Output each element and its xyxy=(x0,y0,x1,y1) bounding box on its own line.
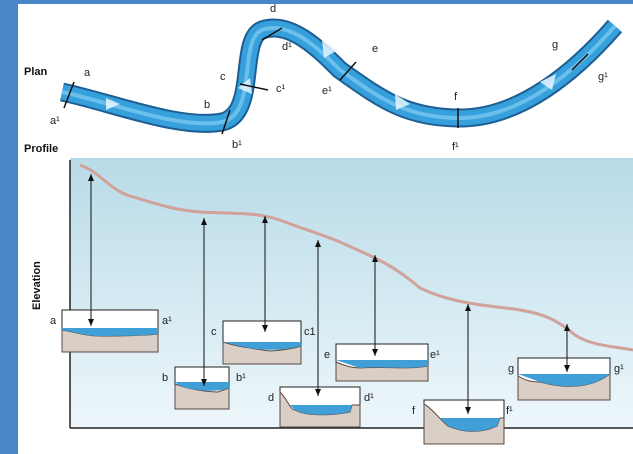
section-label-d: d xyxy=(268,392,274,404)
cross-section-f: f f¹ xyxy=(412,304,513,445)
channel-bed xyxy=(222,341,302,365)
arrow-head-down-icon xyxy=(465,407,471,414)
plan-label-d: d xyxy=(270,3,276,15)
arrow-head-up-icon xyxy=(315,240,321,247)
section-label-g-prime: g¹ xyxy=(614,363,624,375)
arrow-head-up-icon xyxy=(201,218,207,225)
section-label-c-prime: c1 xyxy=(304,326,316,338)
plan-section-tick-g xyxy=(571,53,589,71)
channel-water xyxy=(290,405,352,415)
elevation-profile-line xyxy=(79,163,633,352)
channel-bed xyxy=(174,383,230,410)
flow-arrow-icon xyxy=(540,74,556,90)
section-label-b: b xyxy=(162,372,168,384)
flow-arrow-icon xyxy=(238,78,252,94)
flow-arrow-icon xyxy=(322,40,338,58)
plan-section-tick-d xyxy=(261,27,283,41)
profile-heading: Profile xyxy=(24,143,58,155)
channel-water xyxy=(223,342,301,350)
section-label-f: f xyxy=(412,405,416,417)
section-label-a: a xyxy=(50,315,57,327)
section-label-a-prime: a¹ xyxy=(162,315,172,327)
plan-label-c-prime: c¹ xyxy=(276,83,286,95)
section-label-e-prime: e¹ xyxy=(430,349,440,361)
channel-water xyxy=(518,374,610,387)
plan-label-b-prime: b¹ xyxy=(232,139,242,151)
arrow-head-up-icon xyxy=(564,324,570,331)
plan-label-c: c xyxy=(220,71,226,83)
plan-section-tick-c xyxy=(239,83,269,91)
channel-water xyxy=(175,382,229,391)
section-label-f-prime: f¹ xyxy=(506,405,513,417)
section-label-d-prime: d¹ xyxy=(364,392,374,404)
channel-water xyxy=(62,328,158,336)
arrow-head-up-icon xyxy=(372,255,378,262)
section-label-e: e xyxy=(324,349,330,361)
plan-label-b: b xyxy=(204,99,210,111)
elevation-axis-label: Elevation xyxy=(31,261,43,310)
cross-section-b: b b¹ xyxy=(162,218,246,410)
arrow-head-down-icon xyxy=(315,389,321,396)
arrow-head-down-icon xyxy=(88,319,94,326)
river-highlight xyxy=(61,24,617,126)
flow-arrow-icon xyxy=(395,94,410,110)
cross-section-c: c c1 xyxy=(211,216,316,365)
cross-section-g: g g¹ xyxy=(508,324,624,401)
section-label-c: c xyxy=(211,326,217,338)
plan-label-f: f xyxy=(454,91,458,103)
plan-label-d-prime: d¹ xyxy=(282,41,292,53)
arrow-head-down-icon xyxy=(372,349,378,356)
plan-section-tick-b xyxy=(221,109,231,135)
arrow-head-up-icon xyxy=(465,304,471,311)
arrow-head-up-icon xyxy=(88,174,94,181)
plan-panel xyxy=(18,4,633,156)
plan-section-tick-a xyxy=(63,81,75,109)
channel-water xyxy=(440,418,500,432)
plan-heading: Plan xyxy=(24,66,48,78)
channel-water xyxy=(336,360,428,368)
cross-section-e: e e¹ xyxy=(324,255,440,382)
arrow-head-down-icon xyxy=(262,325,268,332)
plan-label-e-prime: e¹ xyxy=(322,85,332,97)
arrow-head-down-icon xyxy=(564,365,570,372)
arrow-head-down-icon xyxy=(201,379,207,386)
plan-section-tick-e xyxy=(339,61,357,81)
plan-label-e: e xyxy=(372,43,378,55)
plan-label-g: g xyxy=(552,39,558,51)
plan-label-f-prime: f¹ xyxy=(452,141,459,153)
arrow-head-up-icon xyxy=(262,216,268,223)
plan-label-a-prime: a¹ xyxy=(50,115,60,127)
section-label-b-prime: b¹ xyxy=(236,372,246,384)
flow-arrow-icon xyxy=(106,98,120,110)
plan-label-g-prime: g¹ xyxy=(598,71,608,83)
plan-label-a: a xyxy=(84,67,91,79)
cross-section-d: d d¹ xyxy=(268,240,374,428)
section-label-g: g xyxy=(508,363,514,375)
cross-section-a: a a¹ xyxy=(50,174,172,353)
